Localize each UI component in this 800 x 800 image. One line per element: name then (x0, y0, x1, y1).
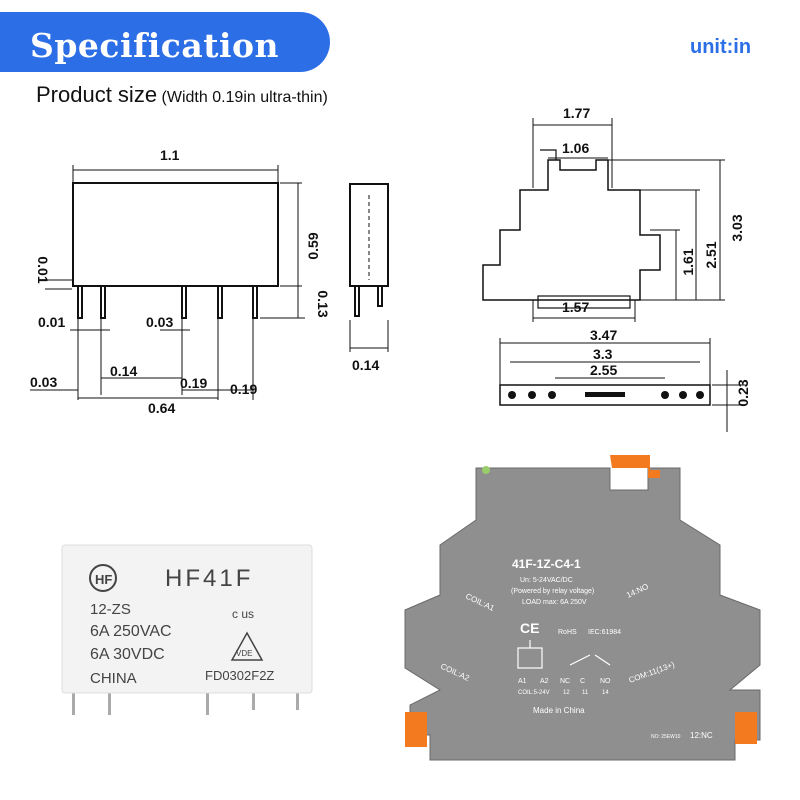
iec-mark: IEC:61984 (588, 629, 621, 636)
dim-pin-width: 0.03 (146, 314, 173, 330)
width-note: (Width 0.19in ultra-thin) (161, 89, 328, 106)
relay-code: FD0302F2Z (205, 668, 274, 683)
relay-model: HF41F (165, 565, 253, 592)
terminal-nc: NC (560, 678, 570, 685)
relay-photo: HF HF41F 12-ZS 6A 250VAC 6A 30VDC CHINA … (61, 544, 313, 715)
vde-mark: VDE (236, 649, 252, 658)
relay-line-1: 12-ZS (90, 601, 131, 618)
socket-photo: 41F-1Z-C4-1 Un: 5-24VAC/DC (Powered by r… (404, 455, 761, 761)
terminal-a1: A1 (518, 678, 527, 685)
socket-powered-note: (Powered by relay voltage) (511, 588, 594, 595)
dim-height: 0.59 (305, 232, 321, 259)
dimension-drawings: 1.1 0.59 0.13 0.01 0.01 0.03 0.03 0.14 0… (30, 105, 751, 432)
unit-label: unit:in (690, 36, 752, 58)
relay-line-4: CHINA (90, 670, 137, 687)
dim-socket-height-mid: 2.51 (703, 241, 719, 268)
dim-socket-bottom-inner: 2.55 (590, 362, 617, 378)
socket-load: LOAD max: 6A 250V (522, 599, 587, 606)
dim-pitch-2: 0.19 (180, 375, 207, 391)
nc12-label: 12:NC (690, 731, 713, 740)
ul-mark: c us (232, 607, 254, 621)
socket-voltage: Un: 5-24VAC/DC (520, 577, 573, 584)
ce-mark: CE (520, 620, 539, 636)
terminal-12: 12 (563, 690, 570, 696)
relay-front-body (72, 182, 279, 287)
product-size-heading: Product size (Width 0.19in ultra-thin) (36, 82, 328, 108)
dim-width: 1.1 (160, 147, 180, 163)
socket-model: 41F-1Z-C4-1 (512, 557, 581, 571)
product-size-label: Product size (36, 82, 158, 107)
page-title: Specification (30, 26, 280, 65)
rohs-mark: RoHS (558, 629, 577, 636)
dim-socket-base-inner: 1.57 (562, 299, 589, 315)
terminal-14: 14 (602, 690, 609, 696)
dim-pin-length: 0.13 (315, 290, 331, 317)
terminal-c: C (580, 678, 585, 685)
dim-socket-bottom-mid: 3.3 (593, 346, 613, 362)
coil-range: COIL:5-24V (518, 690, 550, 696)
title-banner: Specification (0, 12, 330, 72)
dim-pin-offset: 0.01 (38, 314, 65, 330)
socket-serial: NO: 25EW10 (651, 734, 681, 740)
terminal-no: NO (600, 678, 611, 685)
dim-pitch-3: 0.19 (230, 381, 257, 397)
dim-thickness: 0.14 (352, 357, 379, 373)
product-photos: HF HF41F 12-ZS 6A 250VAC 6A 30VDC CHINA … (61, 455, 761, 761)
dim-socket-top-width: 1.77 (563, 105, 590, 121)
relay-line-3: 6A 30VDC (90, 646, 165, 663)
terminal-a2: A2 (540, 678, 549, 685)
dim-socket-height-low: 1.61 (680, 248, 696, 275)
dim-socket-height-total: 3.03 (729, 214, 745, 241)
relay-brand-logo: HF (95, 572, 112, 587)
dim-edge: 0.03 (30, 374, 57, 390)
dim-pitch-1: 0.14 (110, 363, 137, 379)
made-in: Made in China (533, 706, 585, 715)
relay-line-2: 6A 250VAC (90, 623, 172, 640)
dim-socket-bottom-height: 0.23 (735, 379, 751, 406)
dim-socket-bottom-total: 3.47 (590, 327, 617, 343)
dim-offset: 0.01 (35, 256, 51, 283)
dim-socket-top-inner: 1.06 (562, 140, 589, 156)
terminal-11: 11 (582, 690, 589, 696)
dim-total: 0.64 (148, 400, 175, 416)
